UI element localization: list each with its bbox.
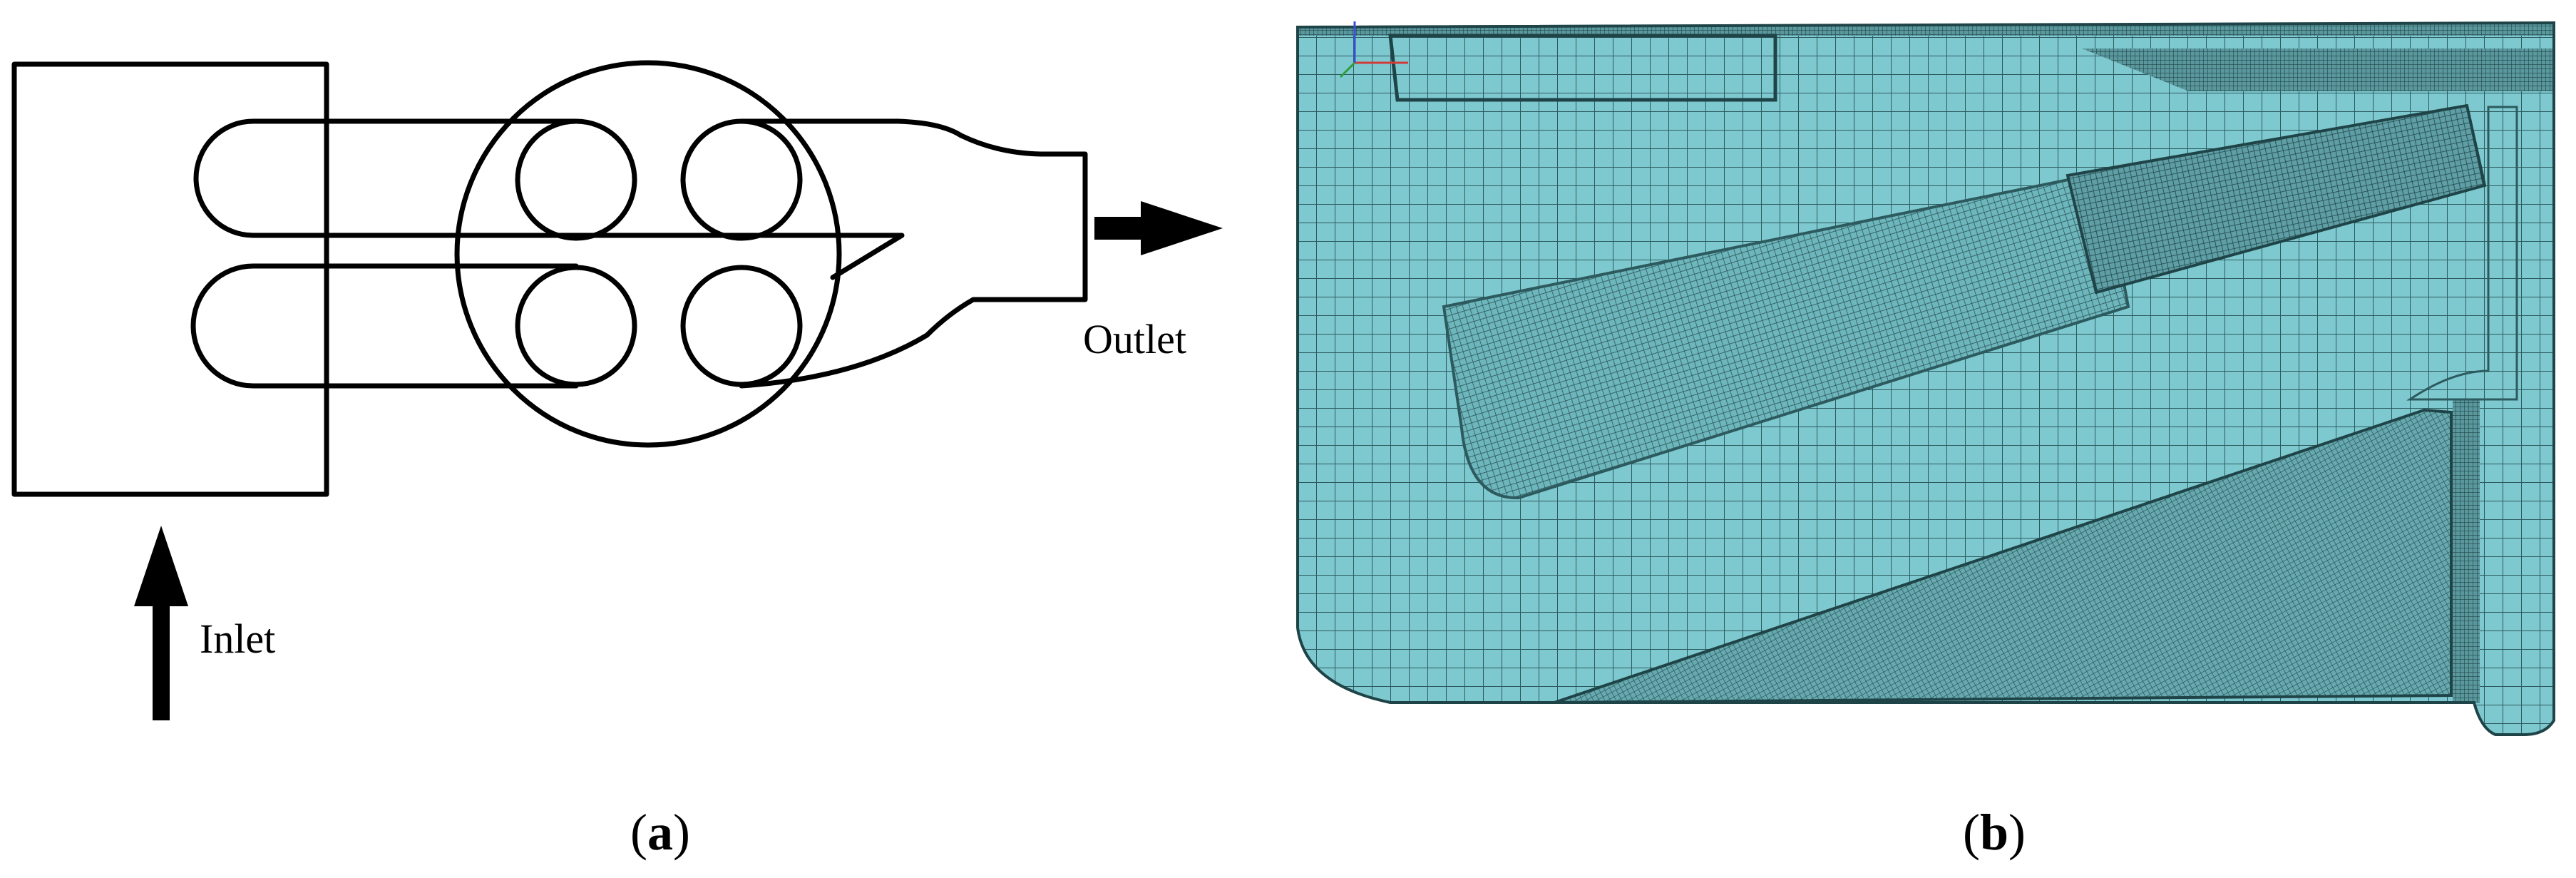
mesh-lower-wedge	[1554, 408, 2453, 704]
mesh-tilted-block	[2066, 103, 2487, 295]
mesh-top-channel	[2082, 49, 2554, 91]
mesh-boundary	[1296, 21, 2555, 736]
mesh-right-strip	[2453, 399, 2480, 703]
axis-triad-icon	[1339, 21, 1408, 78]
inlet-label: Inlet	[200, 616, 275, 662]
panel-b-mesh	[1296, 21, 2555, 736]
inlet-chamber	[11, 61, 329, 497]
tube-circle-3	[515, 265, 637, 387]
mesh-inclined-band	[1442, 170, 2130, 500]
tube-circle-2	[680, 118, 803, 241]
casing-circle	[454, 60, 842, 448]
caption-a: (a)	[630, 804, 690, 861]
mesh-junction	[2406, 106, 2518, 401]
outlet-arrow	[1094, 201, 1223, 255]
inlet-arrow	[134, 526, 188, 720]
panel-a-schematic	[11, 60, 1223, 720]
caption-b: (b)	[1963, 804, 2026, 861]
lower-tube	[190, 263, 579, 389]
tube-circle-4	[680, 265, 803, 387]
outlet-label: Outlet	[1083, 316, 1186, 362]
tube-circle-1	[515, 118, 637, 241]
upper-tube	[193, 118, 905, 280]
outlet-duct	[739, 118, 1088, 389]
mesh-upper-slot	[1388, 34, 1777, 102]
